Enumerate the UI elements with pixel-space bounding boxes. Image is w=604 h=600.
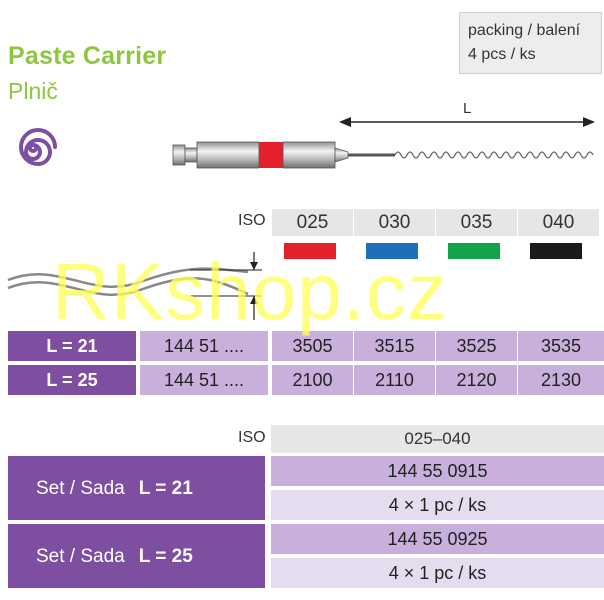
packing-info-box: packing / balení 4 pcs / ks bbox=[459, 12, 602, 74]
size-header-030: 030 bbox=[354, 209, 435, 236]
set-code-l21: 144 55 0915 bbox=[271, 456, 604, 486]
set-row-label-l25: Set / Sada L = 25 bbox=[8, 524, 265, 588]
set-row-label-l21: Set / Sada L = 21 bbox=[8, 456, 265, 520]
order-prefix-l21: 144 51 .... bbox=[140, 331, 268, 361]
set-length: L = 21 bbox=[138, 478, 193, 499]
color-swatch-black bbox=[530, 243, 582, 259]
color-swatch-red bbox=[284, 243, 336, 259]
set-iso-label: ISO bbox=[238, 429, 266, 446]
code-l25-035: 2120 bbox=[436, 365, 517, 395]
iso-label: ISO bbox=[238, 212, 266, 229]
set-code-l25: 144 55 0925 bbox=[271, 524, 604, 554]
arrow-up-icon bbox=[250, 296, 258, 304]
row-label-l25: L = 25 bbox=[8, 365, 136, 395]
set-qty-l25: 4 × 1 pc / ks bbox=[271, 558, 604, 588]
color-swatch-green bbox=[448, 243, 500, 259]
dimension-length-label: L bbox=[463, 100, 472, 117]
code-l21-040: 3535 bbox=[518, 331, 604, 361]
size-header-025: 025 bbox=[272, 209, 353, 236]
product-title: Paste Carrier bbox=[8, 42, 167, 70]
set-qty-l21: 4 × 1 pc / ks bbox=[271, 490, 604, 520]
arrow-left-icon bbox=[339, 117, 351, 127]
code-l21-035: 3525 bbox=[436, 331, 517, 361]
code-l25-030: 2110 bbox=[354, 365, 435, 395]
color-swatch-blue bbox=[366, 243, 418, 259]
size-color-ring bbox=[259, 142, 283, 168]
arrow-down-icon bbox=[250, 262, 258, 270]
paste-carrier-illustration bbox=[172, 117, 595, 169]
arrow-right-icon bbox=[583, 117, 595, 127]
code-l21-030: 3515 bbox=[354, 331, 435, 361]
set-label-text: Set / Sada bbox=[36, 478, 125, 499]
tip-diameter-diagram bbox=[7, 252, 262, 320]
code-l25-040: 2130 bbox=[518, 365, 604, 395]
spiral-icon bbox=[19, 128, 57, 167]
product-subtitle: Plnič bbox=[8, 78, 58, 104]
set-iso-range: 025–040 bbox=[271, 425, 604, 453]
code-l21-025: 3505 bbox=[272, 331, 353, 361]
set-length: L = 25 bbox=[138, 546, 193, 567]
size-header-040: 040 bbox=[518, 209, 599, 236]
packing-label: packing / balení bbox=[468, 22, 581, 39]
order-prefix-l25: 144 51 .... bbox=[140, 365, 268, 395]
code-l25-025: 2100 bbox=[272, 365, 353, 395]
set-label-text: Set / Sada bbox=[36, 546, 125, 567]
size-header-035: 035 bbox=[436, 209, 517, 236]
packing-quantity: 4 pcs / ks bbox=[468, 46, 536, 63]
row-label-l21: L = 21 bbox=[8, 331, 136, 361]
